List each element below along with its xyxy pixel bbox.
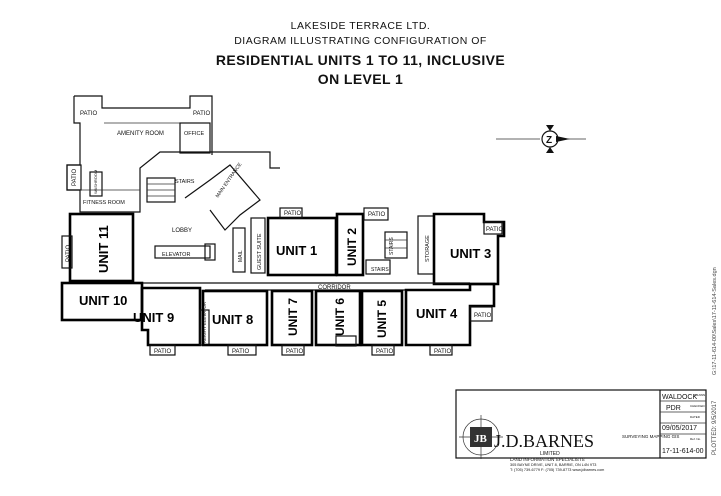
amenity-wing [66, 95, 280, 274]
mail-label: MAIL [238, 250, 244, 262]
north-wing [266, 207, 506, 286]
south-wing [201, 282, 496, 356]
patio-label-unit7: PATIO [286, 349, 303, 355]
elevator-label: ELEVATOR [162, 252, 190, 258]
title-block-frame: JB [455, 389, 707, 459]
unit-10-label: UNIT 10 [79, 293, 127, 308]
patio-label-fitness: PATIO [72, 169, 78, 186]
company-name: LAKESIDE TERRACE LTD. [290, 20, 431, 32]
svg-text:JB: JB [474, 433, 488, 445]
unit-6-label: UNIT 6 [333, 298, 347, 336]
drawn-by: WALDOCK [662, 394, 697, 401]
patio-label-unit5: PATIO [376, 349, 393, 355]
unit-3-label: UNIT 3 [450, 246, 491, 261]
patio-label-unit3: PATIO [486, 227, 503, 233]
north-arrow-letter: Z [546, 135, 552, 146]
unit-9-outline [140, 286, 202, 347]
west-wing [60, 212, 210, 356]
washroom-label: WASHROOM [93, 170, 98, 194]
patio-label-unit9: PATIO [154, 349, 171, 355]
unit-4-label: UNIT 4 [416, 306, 458, 321]
diagram-title-line1: RESIDENTIAL UNITS 1 TO 11, INCLUSIVE [215, 52, 506, 68]
unit-11-label: UNIT 11 [96, 225, 111, 273]
unit-1-label: UNIT 1 [276, 243, 317, 258]
checked-label: CHECKED [690, 404, 706, 408]
firm-tagline: LAND INFORMATION SPECIALISTS [510, 457, 585, 462]
stairs-label-lower: STAIRS [371, 267, 389, 273]
date-label: DATED [690, 415, 701, 419]
date-value: 09/05/2017 [662, 425, 697, 432]
corridor-label: CORRIDOR [318, 285, 351, 291]
firm-services: SURVEYING MAPPING GIS [622, 434, 679, 439]
checked-by: PDR [666, 405, 681, 412]
lobby-label: LOBBY [172, 228, 192, 234]
diagram-title-line2: ON LEVEL 1 [317, 71, 404, 87]
patio-label-unit2: PATIO [368, 212, 385, 218]
guest-suite-label: GUEST SUITE [257, 233, 263, 270]
patio-label-unit8: PATIO [232, 349, 249, 355]
unit-2-outline [335, 212, 365, 277]
stairs-label-east: STAIRS [389, 237, 395, 255]
ref-label: Ref. No. [690, 437, 701, 441]
unit-5-label: UNIT 5 [375, 300, 389, 338]
patio-label-unit1: PATIO [284, 211, 301, 217]
patio-label-amenity-right: PATIO [193, 111, 210, 117]
stairs-label-lobby: STAIRS [175, 179, 195, 185]
unit-6-outline [314, 289, 362, 347]
main-entrance-label: MAIN ENTRANCE [215, 161, 244, 199]
fitness-room-label: FITNESS ROOM [83, 200, 125, 206]
firm-name: J.D.BARNES [494, 431, 594, 451]
diagram-subtitle: DIAGRAM ILLUSTRATING CONFIGURATION OF [234, 35, 487, 47]
unit-3-outline [432, 212, 506, 286]
patio-label-unit4: PATIO [474, 313, 491, 319]
drawn-label: DRAWN [694, 393, 705, 397]
unit-2-label: UNIT 2 [345, 228, 359, 266]
unit-7-label: UNIT 7 [286, 298, 300, 336]
firm-phone: T: (705) 739-6779 F: (705) 739-8773 www.… [510, 468, 604, 472]
unit-8-label: UNIT 8 [212, 312, 253, 327]
unit-9-label: UNIT 9 [133, 310, 174, 325]
patio-label-amenity-left: PATIO [80, 111, 97, 117]
patio-label-unit11: PATIO [66, 245, 72, 262]
office-label: OFFICE [184, 131, 204, 137]
storage-label: STORAGE [425, 235, 431, 262]
plotted-date: PLOTTED: 9/5/2017 [712, 400, 718, 455]
ref-number: 17-11-614-00 [662, 448, 704, 455]
unit-11-outline [68, 212, 135, 283]
file-path: G:\17-11-614-00\Sales\17-11-614-Sales.dg… [712, 267, 718, 375]
patio-label-unit4-south: PATIO [434, 349, 451, 355]
amenity-room-label: AMENITY ROOM [117, 131, 164, 137]
freight-elevator-label: FREIGHT ELEVATOR [202, 301, 207, 346]
firm-sub: LIMITED [540, 451, 560, 457]
unit-4-outline [404, 282, 496, 347]
north-arrow-icon [496, 125, 586, 153]
firm-address: 305 BAYNE DRIVE, UNIT 8, BARRIE, ON L4N … [510, 463, 596, 467]
